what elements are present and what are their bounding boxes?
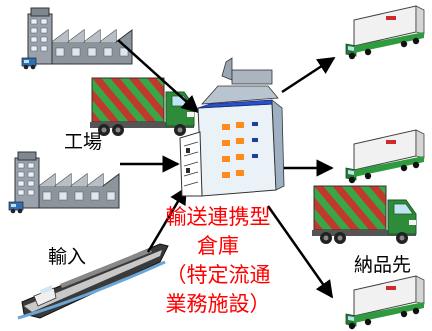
label-destination: 納品先 [354, 254, 412, 276]
warehouse-label-line-4: 業務施設） [165, 292, 271, 316]
arrow-factory-top-to-warehouse [117, 39, 200, 114]
arrow-ship-to-warehouse [146, 186, 188, 253]
cargo-truck-icon-top [89, 77, 195, 137]
cargo-ship-icon [17, 243, 169, 320]
arrow-warehouse-to-destination-1 [281, 56, 336, 94]
flow-arrows [117, 39, 336, 299]
warehouse-building-icon [179, 57, 285, 197]
factory-icon-top [21, 7, 133, 70]
delivery-truck-icon-3 [345, 275, 425, 330]
delivery-truck-icon-2 [345, 129, 425, 184]
label-factory: 工場 [64, 131, 103, 153]
factory-icon-bottom [8, 151, 120, 214]
cargo-truck-icon-right [311, 185, 417, 245]
warehouse-label-line-3: （特定流通 [165, 263, 271, 287]
delivery-truck-icon-1 [345, 5, 425, 60]
warehouse-label-line-2: 倉庫 [197, 234, 239, 258]
arrow-warehouse-to-destination-3 [266, 205, 334, 299]
warehouse-label: 輸送連携型 倉庫 （特定流通 業務施設） [152, 203, 284, 319]
warehouse-label-line-1: 輸送連携型 [165, 205, 271, 229]
label-import: 輸入 [48, 246, 87, 268]
